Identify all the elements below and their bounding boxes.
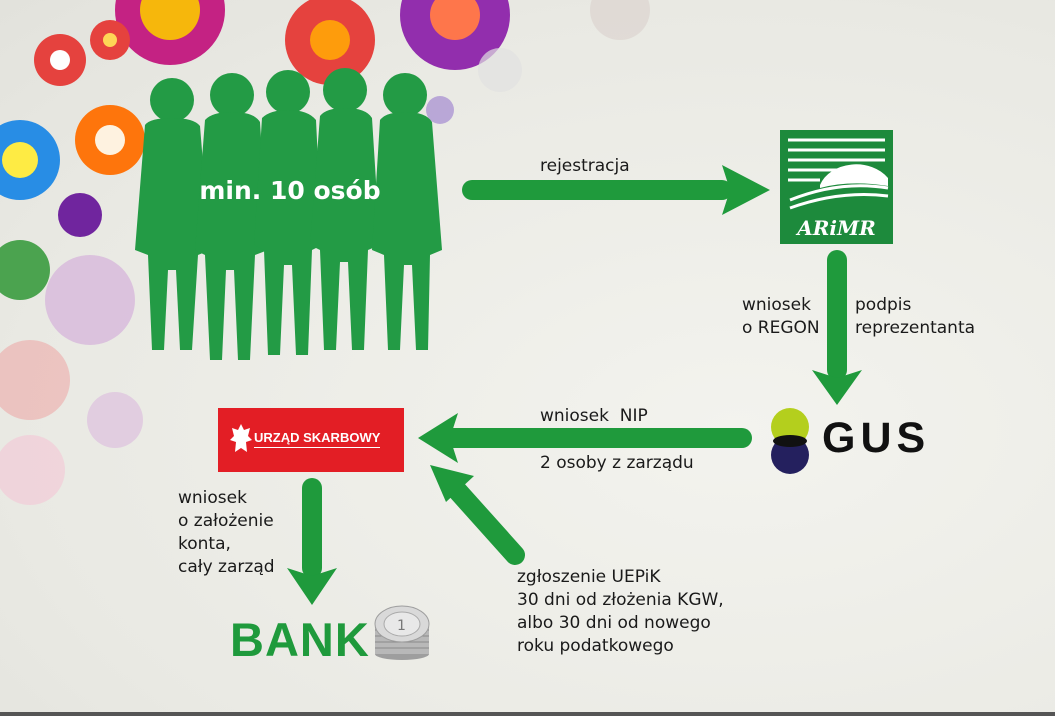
svg-text:1: 1 — [397, 618, 406, 634]
bottom-border — [0, 712, 1055, 716]
arrow-group-to-arimr — [462, 165, 770, 215]
edge-label-wniosek-regon: wniosek o REGON — [742, 295, 820, 338]
arimr-logo-text: ARiMR — [797, 216, 876, 240]
arrow-gus-to-urzad — [418, 413, 752, 463]
eagle-icon — [230, 424, 252, 452]
bank-label: BANK — [230, 613, 370, 666]
group-size-label: min. 10 osób — [199, 176, 381, 205]
gus-logo-text: GUS — [822, 414, 931, 462]
edge-label-uepik: zgłoszenie UEPiK 30 dni od złożenia KGW,… — [517, 567, 724, 656]
arrow-urzad-to-bank — [287, 478, 337, 605]
arrow-arimr-to-gus — [812, 250, 862, 405]
coin-stack-icon: 1 — [374, 605, 430, 660]
edge-label-wniosek-nip: wniosek NIP — [540, 406, 648, 426]
edge-label-podpis: podpis reprezentanta — [855, 295, 976, 338]
arimr-emblem — [780, 130, 893, 244]
urzad-skarbowy-logo: URZĄD SKARBOWY — [218, 408, 404, 472]
urzad-skarbowy-text: URZĄD SKARBOWY — [254, 430, 381, 448]
edge-label-wniosek-konto: wniosek o założenie konta, cały zarząd — [178, 488, 275, 577]
arrow-uepik-to-urzad — [430, 465, 525, 565]
edge-label-2-osoby: 2 osoby z zarządu — [540, 453, 694, 473]
edge-label-rejestracja: rejestracja — [540, 156, 630, 176]
arimr-logo: ARiMR — [780, 130, 893, 244]
gus-emblem — [771, 408, 809, 474]
